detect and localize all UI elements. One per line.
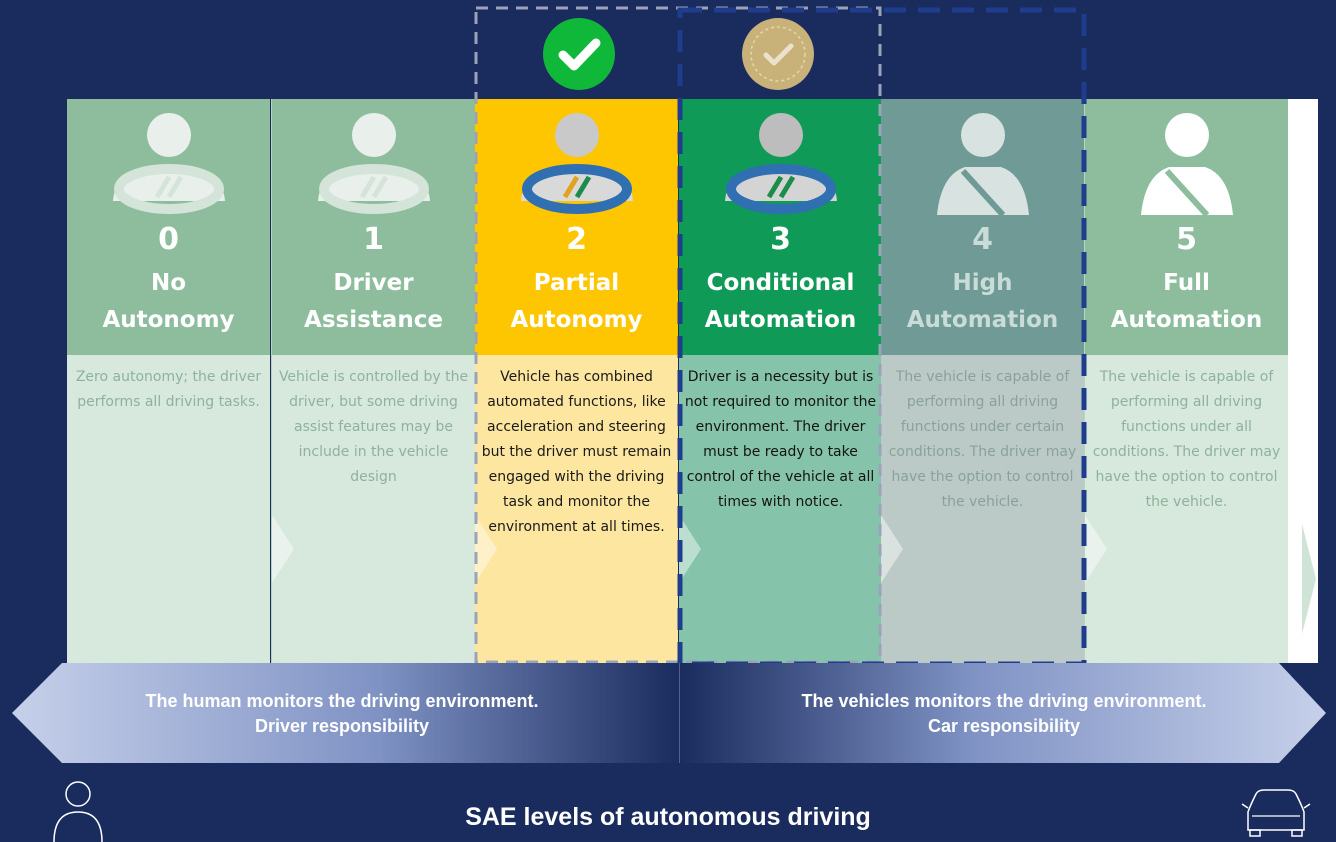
arrow-line1: The human monitors the driving environme… <box>145 691 539 711</box>
level-description-panel: The vehicle is capable of performing all… <box>1085 355 1288 663</box>
level-description: Vehicle is controlled by the driver, but… <box>278 369 469 485</box>
arrow-line2: Car responsibility <box>927 716 1081 736</box>
level-number: 2 <box>566 222 587 257</box>
check-icon <box>543 18 615 90</box>
level-2-column: 2 Partial Autonomy Vehicle has combined … <box>475 99 678 663</box>
level-description-panel: Zero autonomy; the driver performs all d… <box>67 355 270 663</box>
chevron-right-icon <box>679 515 701 583</box>
car-responsibility-arrow: The vehicles monitors the driving enviro… <box>679 663 1326 763</box>
level-title-line1: Partial <box>533 270 620 296</box>
level-header: 4 High Automation <box>881 99 1084 355</box>
level-description: Driver is a necessity but is not require… <box>684 369 877 510</box>
level-1-column: 1 Driver Assistance Vehicle is controlle… <box>271 99 475 663</box>
level-4-column: 4 High Automation The vehicle is capable… <box>881 99 1084 663</box>
level-title-line2: Automation <box>704 307 857 333</box>
chevron-right-icon <box>1085 515 1107 583</box>
level-description-panel: Driver is a necessity but is not require… <box>679 355 882 663</box>
level-5-column: 5 Full Automation The vehicle is capable… <box>1084 99 1288 663</box>
level-description: Vehicle has combined automated functions… <box>481 369 672 535</box>
person-icon <box>53 781 103 842</box>
chevron-right-icon <box>881 515 903 583</box>
level-number: 5 <box>1176 222 1197 257</box>
level-title-line2: Assistance <box>304 307 443 333</box>
level-description-panel: Vehicle has combined automated functions… <box>475 355 678 663</box>
driver-steering-wheel-icon <box>521 113 633 214</box>
level-title-line2: Automation <box>1110 307 1263 333</box>
chevron-right-icon <box>272 515 294 583</box>
level-header: 2 Partial Autonomy <box>475 99 678 355</box>
arrow-line1: The vehicles monitors the driving enviro… <box>801 691 1207 711</box>
level-title-line2: Automation <box>906 307 1059 333</box>
level-description-panel: Vehicle is controlled by the driver, but… <box>272 355 475 663</box>
level-number: 4 <box>972 222 993 257</box>
person-seatbelt-icon <box>937 113 1029 218</box>
level-title-line1: Conditional <box>706 270 855 296</box>
level-title-line2: Autonomy <box>510 307 643 333</box>
car-responsibility-label: The vehicles monitors the driving enviro… <box>709 689 1299 739</box>
driver-steering-wheel-icon <box>113 113 225 214</box>
driver-steering-wheel-icon <box>318 113 430 214</box>
level-title-line1: Driver <box>333 270 414 296</box>
level-header: 3 Conditional Automation <box>679 99 882 355</box>
level-3-column: 3 Conditional Automation Driver is a nec… <box>679 99 882 663</box>
level-description: The vehicle is capable of performing all… <box>888 369 1077 510</box>
arrow-line2: Driver responsibility <box>254 716 430 736</box>
level-description-panel: The vehicle is capable of performing all… <box>881 355 1084 663</box>
level-title-line1: No <box>150 270 187 296</box>
level-header: 0 No Autonomy <box>67 99 270 355</box>
level-header: 1 Driver Assistance <box>272 99 475 355</box>
level-0-column: 0 No Autonomy Zero autonomy; the driver … <box>67 99 270 663</box>
level-title-line2: Autonomy <box>102 307 235 333</box>
person-seatbelt-icon <box>1141 113 1233 218</box>
level-description: Zero autonomy; the driver performs all d… <box>75 369 262 410</box>
level-number: 3 <box>770 222 791 257</box>
driver-steering-wheel-icon <box>725 113 837 214</box>
driver-responsibility-arrow: The human monitors the driving environme… <box>12 663 680 763</box>
level-number: 1 <box>363 222 384 257</box>
page-title: SAE levels of autonomous driving <box>465 803 871 831</box>
chevron-right-icon <box>1288 355 1318 663</box>
level-header: 5 Full Automation <box>1085 99 1288 355</box>
level-description: The vehicle is capable of performing all… <box>1092 369 1281 510</box>
level-title-line1: Full <box>1163 270 1210 296</box>
check-icon <box>742 18 814 90</box>
driver-responsibility-label: The human monitors the driving environme… <box>52 689 632 739</box>
level-title-line1: High <box>952 270 1013 296</box>
car-icon <box>1241 789 1311 837</box>
right-edge-strip <box>1288 99 1318 663</box>
level-number: 0 <box>158 222 179 257</box>
